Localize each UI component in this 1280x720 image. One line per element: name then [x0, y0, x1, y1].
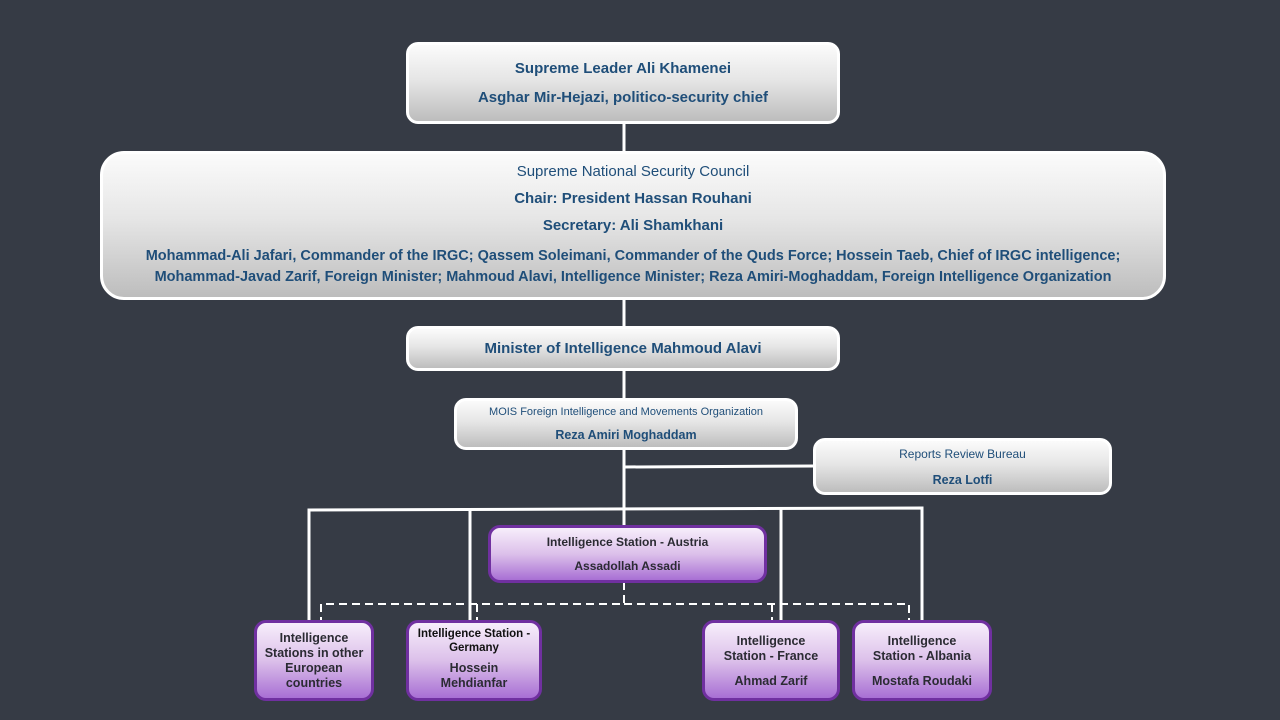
supreme-leader-subtitle: Asghar Mir-Hejazi, politico-security chi…: [477, 89, 769, 106]
station-france-box: Intelligence Station - France Ahmad Zari…: [702, 620, 840, 701]
snsc-members-line1: Mohammad-Ali Jafari, Commander of the IR…: [145, 248, 1121, 264]
station-albania-head: Mostafa Roudaki: [871, 673, 972, 688]
dashed-austria-link-right: [624, 603, 910, 622]
station-france-head: Ahmad Zarif: [734, 673, 808, 688]
snsc-secretary: Secretary: Ali Shamkhani: [542, 217, 724, 234]
station-germany-head: Hossein Mehdianfar: [440, 661, 508, 690]
reports-bureau-box: Reports Review Bureau Reza Lotfi: [813, 438, 1112, 495]
station-austria-box: Intelligence Station - Austria Assadolla…: [488, 525, 767, 583]
snsc-chair: Chair: President Hassan Rouhani: [514, 190, 752, 207]
station-austria-head: Assadollah Assadi: [574, 559, 681, 573]
mois-foreign-box: MOIS Foreign Intelligence and Movements …: [454, 398, 798, 450]
snsc-box: Supreme National Security Council Chair:…: [100, 151, 1166, 300]
station-albania-title: Intelligence Station - Albania: [872, 633, 972, 663]
connector-station-bus: [307, 506, 924, 622]
minister-title: Minister of Intelligence Mahmoud Alavi: [484, 340, 762, 357]
station-other-europe-title: Intelligence Stations in other European …: [264, 630, 364, 690]
station-albania-box: Intelligence Station - Albania Mostafa R…: [852, 620, 992, 701]
mois-foreign-title: MOIS Foreign Intelligence and Movements …: [489, 406, 763, 418]
station-other-europe-box: Intelligence Stations in other European …: [254, 620, 374, 701]
reports-bureau-title: Reports Review Bureau: [899, 446, 1026, 461]
dashed-austria-link: [320, 582, 625, 622]
station-germany-title: Intelligence Station - Germany: [417, 628, 531, 654]
snsc-members-line2: Mohammad-Javad Zarif, Foreign Minister; …: [154, 269, 1112, 285]
station-france-title: Intelligence Station - France: [723, 633, 819, 663]
minister-box: Minister of Intelligence Mahmoud Alavi: [406, 326, 840, 371]
reports-bureau-head: Reza Lotfi: [932, 472, 993, 487]
station-austria-title: Intelligence Station - Austria: [546, 535, 709, 549]
station-germany-box: Intelligence Station - Germany Hossein M…: [406, 620, 542, 701]
connector-mois-bureau: [623, 464, 816, 469]
supreme-leader-box: Supreme Leader Ali Khamenei Asghar Mir-H…: [406, 42, 840, 124]
supreme-leader-title: Supreme Leader Ali Khamenei: [514, 60, 732, 77]
mois-foreign-head: Reza Amiri Moghaddam: [555, 428, 697, 442]
snsc-title: Supreme National Security Council: [516, 163, 750, 180]
